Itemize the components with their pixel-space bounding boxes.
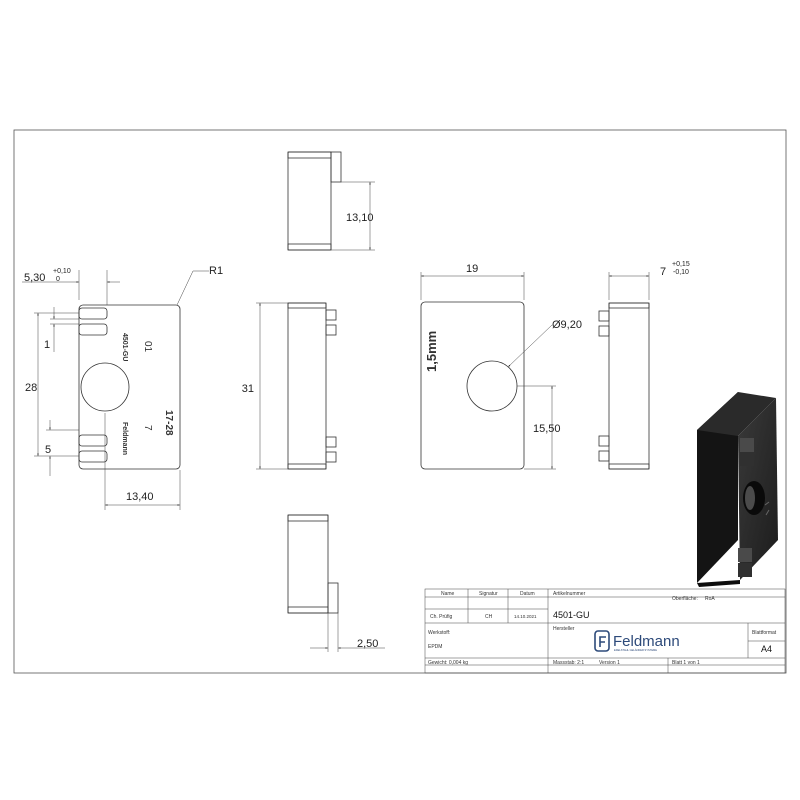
tb-sheet-format-value: A4	[761, 644, 772, 654]
engraving-code: 4501-GU	[121, 333, 128, 361]
engraving-thickness: 1,5mm	[424, 331, 439, 372]
slot-bottom-1	[78, 434, 108, 447]
tb-sheet-count: Blatt 1 von 1	[672, 660, 700, 666]
engraving-brand: Feldmann	[121, 422, 128, 455]
tb-article-label: Artikelnummer	[553, 591, 586, 597]
dim-7: 7	[660, 266, 666, 278]
dim-15-50: 15,50	[533, 423, 561, 435]
dim-28: 28	[25, 382, 37, 394]
dim-19: 19	[466, 263, 478, 275]
dim-7-tol-upper: +0,15	[672, 261, 690, 268]
tb-col-signature: Signatur	[479, 591, 498, 597]
rear-view: 1,5mm 19 Ø9,20 15,50	[420, 263, 582, 470]
dim-7-tol-lower: -0,10	[673, 269, 689, 276]
drawing-frame	[13, 129, 787, 674]
dim-5-30-tol-upper: +0,10	[53, 268, 71, 275]
tb-article-number: 4501-GU	[553, 610, 590, 620]
engraving-num-7: 7	[142, 425, 153, 431]
tb-col-date: Datum	[520, 591, 535, 597]
tb-row-checked: Ch. Prüfig	[430, 614, 452, 620]
dim-2-50: 2,50	[357, 638, 378, 650]
top-view: 13,10	[287, 151, 375, 251]
dim-1: 1	[44, 339, 50, 351]
tb-surface-label: Oberfläche:	[672, 596, 698, 602]
engraving-range: 17-28	[163, 410, 174, 436]
tb-weight: Gewicht: 0,004 kg	[428, 660, 468, 666]
tb-version: Version 1	[599, 660, 620, 666]
tb-date-value: 14.10.2021	[514, 614, 537, 619]
tb-col-name: Name	[441, 591, 455, 597]
tb-material-value: EPDM	[428, 644, 442, 650]
tb-surface-value: RoA	[705, 596, 715, 602]
logo-tagline: EDELSTAHL GELÄNDER SYSTEME	[614, 648, 657, 652]
dim-dia-9-20: Ø9,20	[552, 319, 582, 331]
front-view-outline	[78, 304, 181, 470]
side-view: 31	[242, 302, 337, 470]
dim-5: 5	[45, 444, 51, 456]
bottom-view: 2,50	[287, 514, 385, 652]
dim-5-30-tol-lower: 0	[56, 276, 60, 283]
title-block: Name Signatur Datum Ch. Prüfig CH 14.10.…	[424, 588, 786, 674]
dim-r1: R1	[209, 265, 223, 277]
dim-13-40: 13,40	[126, 491, 154, 503]
dim-13-10: 13,10	[346, 212, 374, 224]
front-view: 4501-GU 01 Feldmann 7 17-28 5,30 +0,10 0…	[22, 265, 223, 510]
slot-bottom-2	[78, 450, 108, 463]
tb-scale: Massstab: 2:1	[553, 660, 584, 666]
tb-sheet-format-label: Blattformat	[752, 630, 777, 636]
right-side-view: 7 +0,15 -0,10	[598, 261, 690, 470]
isometric-part-render	[697, 392, 778, 587]
engraving-num-01: 01	[142, 341, 153, 353]
center-hole	[80, 362, 130, 412]
tb-manufacturer-label: Hersteller	[553, 626, 575, 632]
dim-31: 31	[242, 383, 254, 395]
tb-signature-value: CH	[485, 614, 493, 620]
slot-top-1	[78, 307, 108, 320]
feldmann-logo: Feldmann EDELSTAHL GELÄNDER SYSTEME	[594, 630, 680, 652]
logo-company-name: Feldmann	[613, 633, 680, 650]
slot-top-2	[78, 323, 108, 336]
tb-material-label: Werkstoff:	[428, 630, 450, 636]
dim-5-30: 5,30	[24, 272, 45, 284]
